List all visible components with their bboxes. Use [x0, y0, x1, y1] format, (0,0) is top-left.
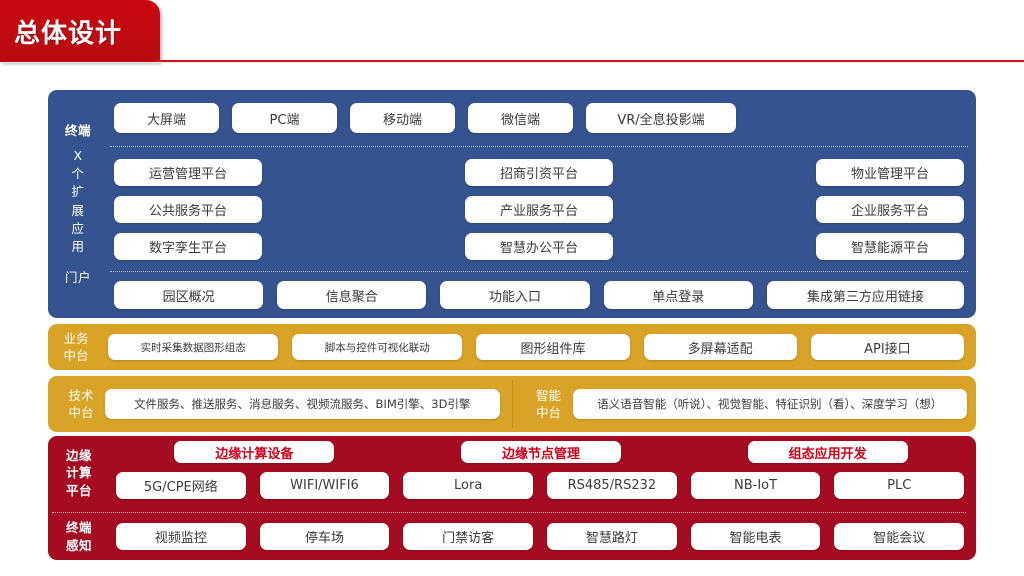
application-chip[interactable]: 运营管理平台	[114, 158, 262, 186]
perception-chip[interactable]: 智能会议	[834, 523, 965, 551]
edge-header-chip[interactable]: 边缘节点管理	[460, 441, 621, 463]
edge-network-chip[interactable]: WIFI/WIFI6	[259, 471, 390, 499]
portal-row: 园区概况 信息聚合 功能入口 单点登录 集成第三方应用链接	[108, 272, 976, 318]
blue-divider-top	[110, 146, 968, 147]
portal-chip[interactable]: 集成第三方应用链接	[766, 281, 965, 309]
business-chip[interactable]: 多屏幕适配	[643, 334, 797, 360]
edge-computing-content: 边缘计算设备 边缘节点管理 组态应用开发 5G/CPE网络 WIFI/WIFI6…	[110, 436, 976, 510]
edge-perception-divider	[52, 512, 966, 514]
blue-label-column: 终端 X 个 扩 展 应 用 门户	[48, 90, 108, 318]
application-chip[interactable]: 公共服务平台	[114, 195, 262, 223]
perception-label-line1: 终端	[65, 520, 92, 536]
perception-chip[interactable]: 视频监控	[116, 523, 246, 551]
edge-label-line2: 计算	[65, 465, 92, 481]
portal-chip[interactable]: 单点登录	[603, 281, 753, 309]
application-chip[interactable]: 招商引资平台	[465, 158, 613, 186]
perception-label-line2: 感知	[65, 537, 92, 553]
business-label-line1: 业务	[63, 330, 89, 346]
edge-computing-platform-block: 边缘 计算 平台 边缘计算设备 边缘节点管理 组态应用开发 5G/CPE网络 W…	[48, 436, 976, 510]
edge-label-line3: 平台	[65, 482, 92, 498]
edge-network-chip[interactable]: 5G/CPE网络	[116, 471, 246, 499]
application-chip[interactable]: 智慧能源平台	[816, 232, 964, 260]
perception-chip[interactable]: 智能电表	[690, 523, 821, 551]
edge-label-line1: 边缘	[65, 448, 92, 464]
application-chip[interactable]: 物业管理平台	[816, 158, 964, 186]
terminal-row: 大屏端 PC端 移动端 微信端 VR/全息投影端	[108, 90, 976, 146]
application-row: 公共服务平台 产业服务平台 企业服务平台	[114, 195, 964, 223]
intelligent-middle-platform-content[interactable]: 语义语音智能（听说）、视觉智能、特征识别（看）、深度学习（想）	[572, 389, 967, 419]
edge-network-chip[interactable]: PLC	[834, 471, 965, 499]
business-chip[interactable]: 脚本与控件可视化联动	[292, 334, 463, 360]
application-chip[interactable]: 数字孪生平台	[114, 232, 262, 260]
technical-middle-platform-content[interactable]: 文件服务、推送服务、消息服务、视频流服务、BIM引擎、3D引擎	[105, 389, 500, 419]
edge-computing-platform-label: 边缘 计算 平台	[48, 436, 110, 510]
header-tab: 总体设计	[0, 0, 160, 62]
technical-label-line1: 技术	[68, 387, 94, 403]
business-middle-platform-items: 实时采集数据图形组态 脚本与控件可视化联动 图形组件库 多屏幕适配 API接口	[104, 324, 976, 370]
ext-char-1: 个	[71, 166, 85, 182]
terminal-chip[interactable]: 移动端	[350, 103, 455, 133]
terminal-label: 终端	[64, 122, 91, 138]
slide-header: 总体设计	[0, 0, 1024, 66]
portal-chip[interactable]: 园区概况	[114, 281, 264, 309]
terminal-chip[interactable]: PC端	[232, 103, 337, 133]
application-row: 运营管理平台 招商引资平台 物业管理平台	[114, 158, 964, 186]
intelligent-label-line2: 中台	[535, 405, 561, 420]
ext-char-0: X	[73, 148, 83, 164]
intelligent-middle-platform-label: 智能 中台	[525, 383, 573, 426]
perception-chip[interactable]: 停车场	[259, 523, 390, 551]
perception-chip[interactable]: 智慧路灯	[547, 523, 677, 551]
perception-chip[interactable]: 门禁访客	[403, 523, 534, 551]
ext-char-5: 用	[71, 238, 85, 254]
portal-label: 门户	[64, 269, 91, 285]
header-soft-rule	[0, 62, 1024, 63]
intelligent-label-line1: 智能	[535, 387, 561, 403]
business-middle-platform-label: 业务 中台	[48, 324, 104, 370]
page-title: 总体设计	[14, 18, 123, 49]
application-chip[interactable]: 企业服务平台	[816, 195, 964, 223]
business-chip[interactable]: API接口	[810, 334, 964, 360]
technical-and-intelligent-platform-section: 技术 中台 文件服务、推送服务、消息服务、视频流服务、BIM引擎、3D引擎 智能…	[48, 376, 976, 432]
portal-chip[interactable]: 功能入口	[440, 281, 590, 309]
application-row: 数字孪生平台 智慧办公平台 智慧能源平台	[114, 232, 964, 260]
terminal-chip[interactable]: 微信端	[468, 103, 573, 133]
edge-header-row: 边缘计算设备 边缘节点管理 组态应用开发	[110, 436, 976, 464]
edge-network-chip[interactable]: Lora	[403, 471, 534, 499]
technical-label-line2: 中台	[68, 405, 94, 420]
business-chip[interactable]: 实时采集数据图形组态	[108, 334, 279, 360]
edge-header-chip[interactable]: 组态应用开发	[747, 441, 908, 463]
terminal-perception-block: 终端 感知 视频监控 停车场 门禁访客 智慧路灯 智能电表 智能会议	[48, 513, 976, 560]
terminal-perception-label: 终端 感知	[48, 513, 110, 560]
application-chip[interactable]: 产业服务平台	[465, 195, 613, 223]
technical-middle-platform-label: 技术 中台	[57, 383, 105, 426]
terminal-and-application-section: 终端 X 个 扩 展 应 用 门户 大屏端 PC端 移动端 微信端 VR/全息投…	[48, 90, 976, 318]
business-label-line2: 中台	[63, 348, 89, 363]
edge-and-perception-section: 边缘 计算 平台 边缘计算设备 边缘节点管理 组态应用开发 5G/CPE网络 W…	[48, 436, 976, 560]
terminal-perception-items: 视频监控 停车场 门禁访客 智慧路灯 智能电表 智能会议	[110, 513, 976, 560]
extension-label: X 个 扩 展 应 用	[71, 147, 84, 256]
header-red-rule	[155, 60, 1024, 62]
application-chip[interactable]: 智慧办公平台	[465, 232, 613, 260]
blue-divider-bottom	[110, 271, 968, 272]
edge-network-row: 5G/CPE网络 WIFI/WIFI6 Lora RS485/RS232 NB-…	[110, 464, 976, 506]
technical-middle-platform-group: 技术 中台 文件服务、推送服务、消息服务、视频流服务、BIM引擎、3D引擎	[57, 382, 500, 426]
business-middle-platform-section: 业务 中台 实时采集数据图形组态 脚本与控件可视化联动 图形组件库 多屏幕适配 …	[48, 324, 976, 370]
business-chip[interactable]: 图形组件库	[476, 334, 630, 360]
blue-body: 大屏端 PC端 移动端 微信端 VR/全息投影端 运营管理平台 招商引资平台 物…	[108, 90, 976, 318]
ext-char-2: 扩	[71, 184, 85, 200]
terminal-chip[interactable]: 大屏端	[114, 103, 219, 133]
edge-network-chip[interactable]: RS485/RS232	[547, 471, 677, 499]
portal-chip[interactable]: 信息聚合	[277, 281, 427, 309]
edge-network-chip[interactable]: NB-IoT	[690, 471, 821, 499]
application-grid: 运营管理平台 招商引资平台 物业管理平台 公共服务平台 产业服务平台 企业服务平…	[108, 147, 976, 271]
ext-char-3: 展	[71, 202, 85, 218]
intelligent-middle-platform-group: 智能 中台 语义语音智能（听说）、视觉智能、特征识别（看）、深度学习（想）	[525, 382, 967, 426]
middle-platform-separator	[511, 380, 513, 428]
ext-char-4: 应	[71, 220, 85, 236]
terminal-chip[interactable]: VR/全息投影端	[586, 103, 736, 133]
edge-header-chip[interactable]: 边缘计算设备	[174, 441, 335, 463]
darkred-body: 边缘 计算 平台 边缘计算设备 边缘节点管理 组态应用开发 5G/CPE网络 W…	[48, 436, 976, 560]
